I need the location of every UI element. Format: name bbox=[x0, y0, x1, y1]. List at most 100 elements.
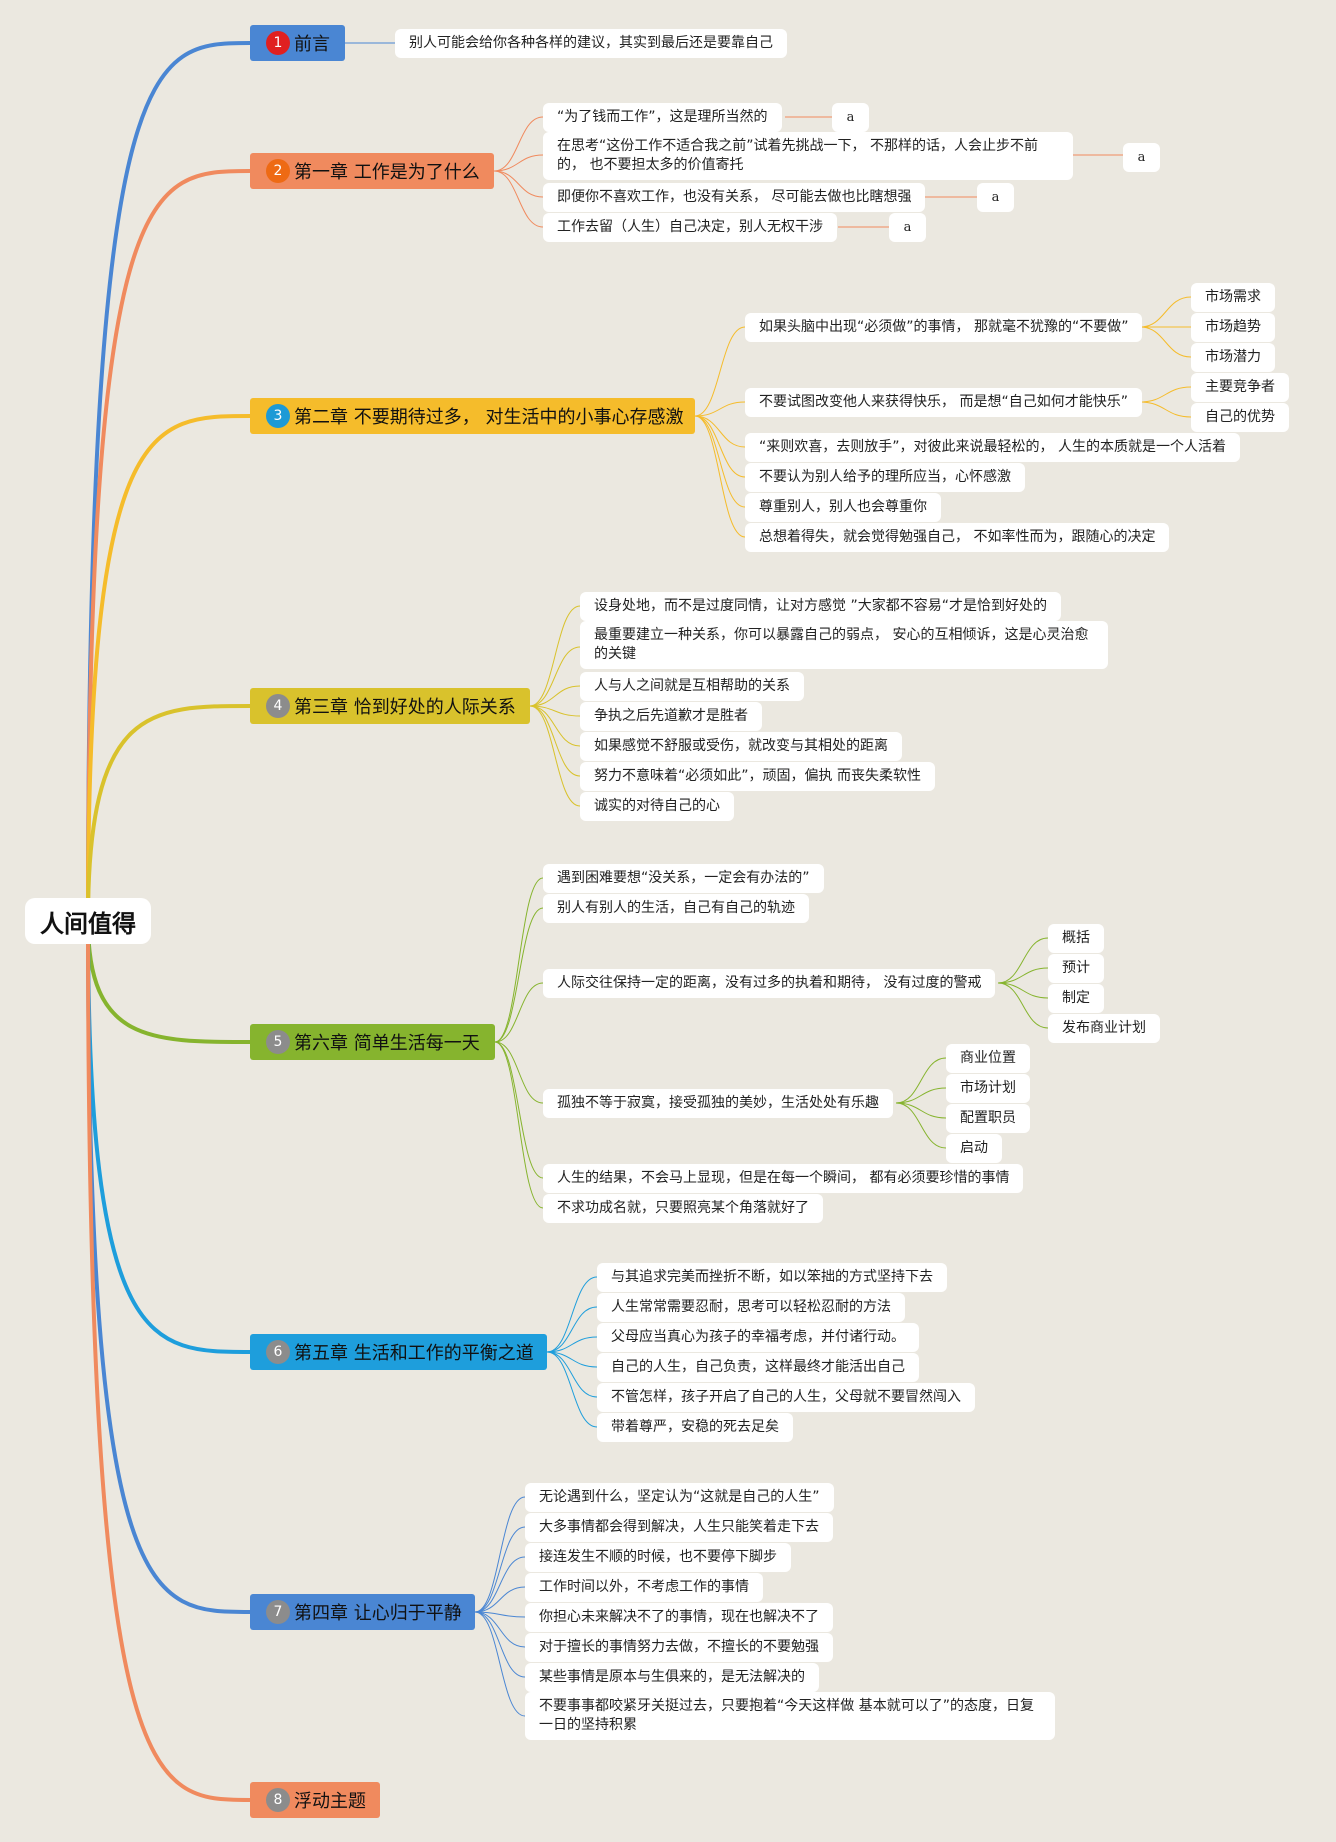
chapter-6-subitem[interactable]: 启动 bbox=[946, 1134, 1002, 1163]
connector-line bbox=[895, 1102, 947, 1149]
chapter-3-item[interactable]: 诚实的对待自己的心 bbox=[580, 792, 734, 821]
connector-line bbox=[474, 1586, 526, 1613]
chapter-title: 第二章 不要期待过多， 对生活中的小事心存感激 bbox=[294, 407, 684, 428]
chapter-3-item[interactable]: 如果感觉不舒服或受伤，就改变与其相处的距离 bbox=[580, 732, 902, 761]
chapter-title: 第六章 简单生活每一天 bbox=[294, 1033, 480, 1054]
chapter-4-item[interactable]: 大多事情都会得到解决，人生只能笑着走下去 bbox=[525, 1513, 833, 1542]
connector-line bbox=[474, 1611, 526, 1717]
number-badge-icon: 2 bbox=[266, 159, 290, 183]
branch-line bbox=[86, 169, 251, 922]
chapter-6-subitem[interactable]: 市场计划 bbox=[946, 1074, 1030, 1103]
chapter-4-item[interactable]: 某些事情是原本与生俱来的，是无法解决的 bbox=[525, 1663, 819, 1692]
chapter-4-item[interactable]: 无论遇到什么，坚定认为“这就是自己的人生” bbox=[525, 1483, 834, 1512]
chapter-2-subitem[interactable]: 市场需求 bbox=[1191, 283, 1275, 312]
chapter-preface[interactable]: 1 前言 bbox=[250, 25, 345, 61]
chapter-2-subitem[interactable]: 市场趋势 bbox=[1191, 313, 1275, 342]
chapter-3-item[interactable]: 争执之后先道歉才是胜者 bbox=[580, 702, 762, 731]
chapter-5-item[interactable]: 与其追求完美而挫折不断，如以笨拙的方式坚持下去 bbox=[597, 1263, 947, 1292]
chapter-1-item[interactable]: 在思考“这份工作不适合我之前”试着先挑战一下， 不那样的话，人会止步不前的， 也… bbox=[543, 132, 1073, 180]
connector-line bbox=[694, 415, 746, 538]
connector-line bbox=[474, 1611, 526, 1648]
connector-line bbox=[529, 605, 581, 707]
chapter-5-item[interactable]: 父母应当真心为孩子的幸福考虑，并付诸行动。 bbox=[597, 1323, 919, 1352]
chapter-1[interactable]: 2 第一章 工作是为了什么 bbox=[250, 153, 494, 189]
chapter-3-item[interactable]: 努力不意味着“必须如此”，顽固，偏执 而丧失柔软性 bbox=[580, 762, 935, 791]
chapter-5-item[interactable]: 人生常常需要忍耐，思考可以轻松忍耐的方法 bbox=[597, 1293, 905, 1322]
number-badge-icon: 6 bbox=[266, 1340, 290, 1364]
chapter-2-item[interactable]: 总想着得失，就会觉得勉强自己， 不如率性而为，跟随心的决定 bbox=[745, 523, 1170, 552]
chapter-2-item[interactable]: 尊重别人，别人也会尊重你 bbox=[745, 493, 941, 522]
chapter-5-item[interactable]: 带着尊严，安稳的死去足矣 bbox=[597, 1413, 793, 1442]
chapter-2-subitem[interactable]: 主要竞争者 bbox=[1191, 373, 1289, 402]
branch-line bbox=[86, 920, 251, 1354]
chapter-4[interactable]: 7 第四章 让心归于平静 bbox=[250, 1594, 475, 1630]
chapter-4-item[interactable]: 工作时间以外，不考虑工作的事情 bbox=[525, 1573, 763, 1602]
chapter-2-item[interactable]: 如果头脑中出现“必须做”的事情， 那就毫不犹豫的“不要做” bbox=[745, 313, 1143, 342]
connector-line bbox=[1139, 401, 1192, 418]
root-topic[interactable]: 人间值得 bbox=[25, 898, 151, 944]
connector-line bbox=[529, 646, 581, 707]
connector-line bbox=[474, 1526, 526, 1613]
chapter-2-item[interactable]: “来则欢喜，去则放手”，对彼此来说最轻松的， 人生的本质就是一个人活着 bbox=[745, 433, 1240, 462]
chapter-6-item[interactable]: 孤独不等于寂寞，接受孤独的美妙，生活处处有乐趣 bbox=[543, 1089, 893, 1118]
chapter-2-item[interactable]: 不要试图改变他人来获得快乐， 而是想“自己如何才能快乐” bbox=[745, 388, 1142, 417]
chapter-2-item[interactable]: 不要认为别人给予的理所应当，心怀感激 bbox=[745, 463, 1025, 492]
chapter-3-item[interactable]: 人与人之间就是互相帮助的关系 bbox=[580, 672, 804, 701]
chapter-4-item[interactable]: 不要事事都咬紧牙关挺过去，只要抱着“今天这样做 基本就可以了”的态度，日复一日的… bbox=[525, 1692, 1055, 1740]
chapter-1-item[interactable]: 工作去留（人生）自己决定，别人无权干涉 bbox=[543, 213, 837, 242]
chapter-6-item[interactable]: 人际交往保持一定的距离，没有过多的执着和期待， 没有过度的警戒 bbox=[543, 969, 996, 998]
chapter-title: 第四章 让心归于平静 bbox=[294, 1603, 462, 1624]
chapter-6-item[interactable]: 不求功成名就，只要照亮某个角落就好了 bbox=[543, 1194, 823, 1223]
chapter-title: 第五章 生活和工作的平衡之道 bbox=[294, 1343, 534, 1364]
connector-line bbox=[895, 1087, 947, 1104]
chapter-6-item[interactable]: 遇到困难要想“没关系，一定会有办法的” bbox=[543, 864, 824, 893]
connector-line bbox=[493, 116, 544, 172]
chapter-6-subitem[interactable]: 预计 bbox=[1048, 954, 1104, 983]
chapter-4-item[interactable]: 接连发生不顺的时候，也不要停下脚步 bbox=[525, 1543, 791, 1572]
connector-line bbox=[474, 1496, 526, 1613]
branch-line bbox=[86, 920, 251, 1044]
chapter-2[interactable]: 3 第二章 不要期待过多， 对生活中的小事心存感激 bbox=[250, 398, 695, 434]
number-badge-icon: 3 bbox=[266, 404, 290, 428]
chapter-1-item[interactable]: 即便你不喜欢工作，也没有关系， 尽可能去做也比瞎想强 bbox=[543, 183, 926, 212]
chapter-4-item[interactable]: 你担心未来解决不了的事情，现在也解决不了 bbox=[525, 1603, 833, 1632]
chapter-title: 第一章 工作是为了什么 bbox=[294, 162, 480, 183]
chapter-6-subitem[interactable]: 发布商业计划 bbox=[1048, 1014, 1160, 1043]
chapter-6[interactable]: 5 第六章 简单生活每一天 bbox=[250, 1024, 495, 1060]
branch-line bbox=[86, 414, 251, 922]
connector-line bbox=[895, 1057, 947, 1104]
chapter-2-subitem[interactable]: 自己的优势 bbox=[1191, 403, 1289, 432]
chapter-5-item[interactable]: 不管怎样，孩子开启了自己的人生，父母就不要冒然闯入 bbox=[597, 1383, 975, 1412]
chapter-1-subitem[interactable]: a bbox=[1123, 143, 1160, 172]
chapter-1-subitem[interactable]: a bbox=[977, 183, 1014, 212]
chapter-2-subitem[interactable]: 市场潜力 bbox=[1191, 343, 1275, 372]
connector-line bbox=[474, 1556, 526, 1613]
chapter-6-subitem[interactable]: 配置职员 bbox=[946, 1104, 1030, 1133]
chapter-3-item[interactable]: 最重要建立一种关系，你可以暴露自己的弱点， 安心的互相倾诉，这是心灵治愈的关键 bbox=[580, 621, 1108, 669]
chapter-4-item[interactable]: 对于擅长的事情努力去做，不擅长的不要勉强 bbox=[525, 1633, 833, 1662]
chapter-6-subitem[interactable]: 商业位置 bbox=[946, 1044, 1030, 1073]
connector-line bbox=[1139, 296, 1192, 328]
connector-line bbox=[694, 401, 746, 417]
chapter-3-item[interactable]: 设身处地，而不是过度同情，让对方感觉 ”大家都不容易“才是恰到好处的 bbox=[580, 592, 1061, 621]
chapter-6-item[interactable]: 人生的结果，不会马上显现，但是在每一个瞬间， 都有必须要珍惜的事情 bbox=[543, 1164, 1024, 1193]
chapter-5[interactable]: 6 第五章 生活和工作的平衡之道 bbox=[250, 1334, 547, 1370]
chapter-5-item[interactable]: 自己的人生，自己负责，这样最终才能活出自己 bbox=[597, 1353, 919, 1382]
chapter-6-item[interactable]: 别人有别人的生活，自己有自己的轨迹 bbox=[543, 894, 809, 923]
chapter-6-subitem[interactable]: 制定 bbox=[1048, 984, 1104, 1013]
connector-line bbox=[694, 415, 746, 508]
chapter-1-subitem[interactable]: a bbox=[889, 213, 926, 242]
branch-line bbox=[86, 704, 251, 922]
connector-line bbox=[997, 937, 1049, 984]
connector-line bbox=[494, 1041, 544, 1104]
connector-line bbox=[694, 415, 746, 478]
chapter-1-item[interactable]: “为了钱而工作”，这是理所当然的 bbox=[543, 103, 782, 132]
chapter-6-subitem[interactable]: 概括 bbox=[1048, 924, 1104, 953]
preface-item[interactable]: 别人可能会给你各种各样的建议，其实到最后还是要靠自己 bbox=[395, 29, 787, 58]
chapter-1-subitem[interactable]: a bbox=[832, 103, 869, 132]
floating-topic[interactable]: 8 浮动主题 bbox=[250, 1782, 380, 1818]
connector-line bbox=[494, 907, 544, 1043]
chapter-3[interactable]: 4 第三章 恰到好处的人际关系 bbox=[250, 688, 530, 724]
connector-line bbox=[546, 1351, 598, 1368]
chapter-title: 前言 bbox=[294, 34, 330, 55]
